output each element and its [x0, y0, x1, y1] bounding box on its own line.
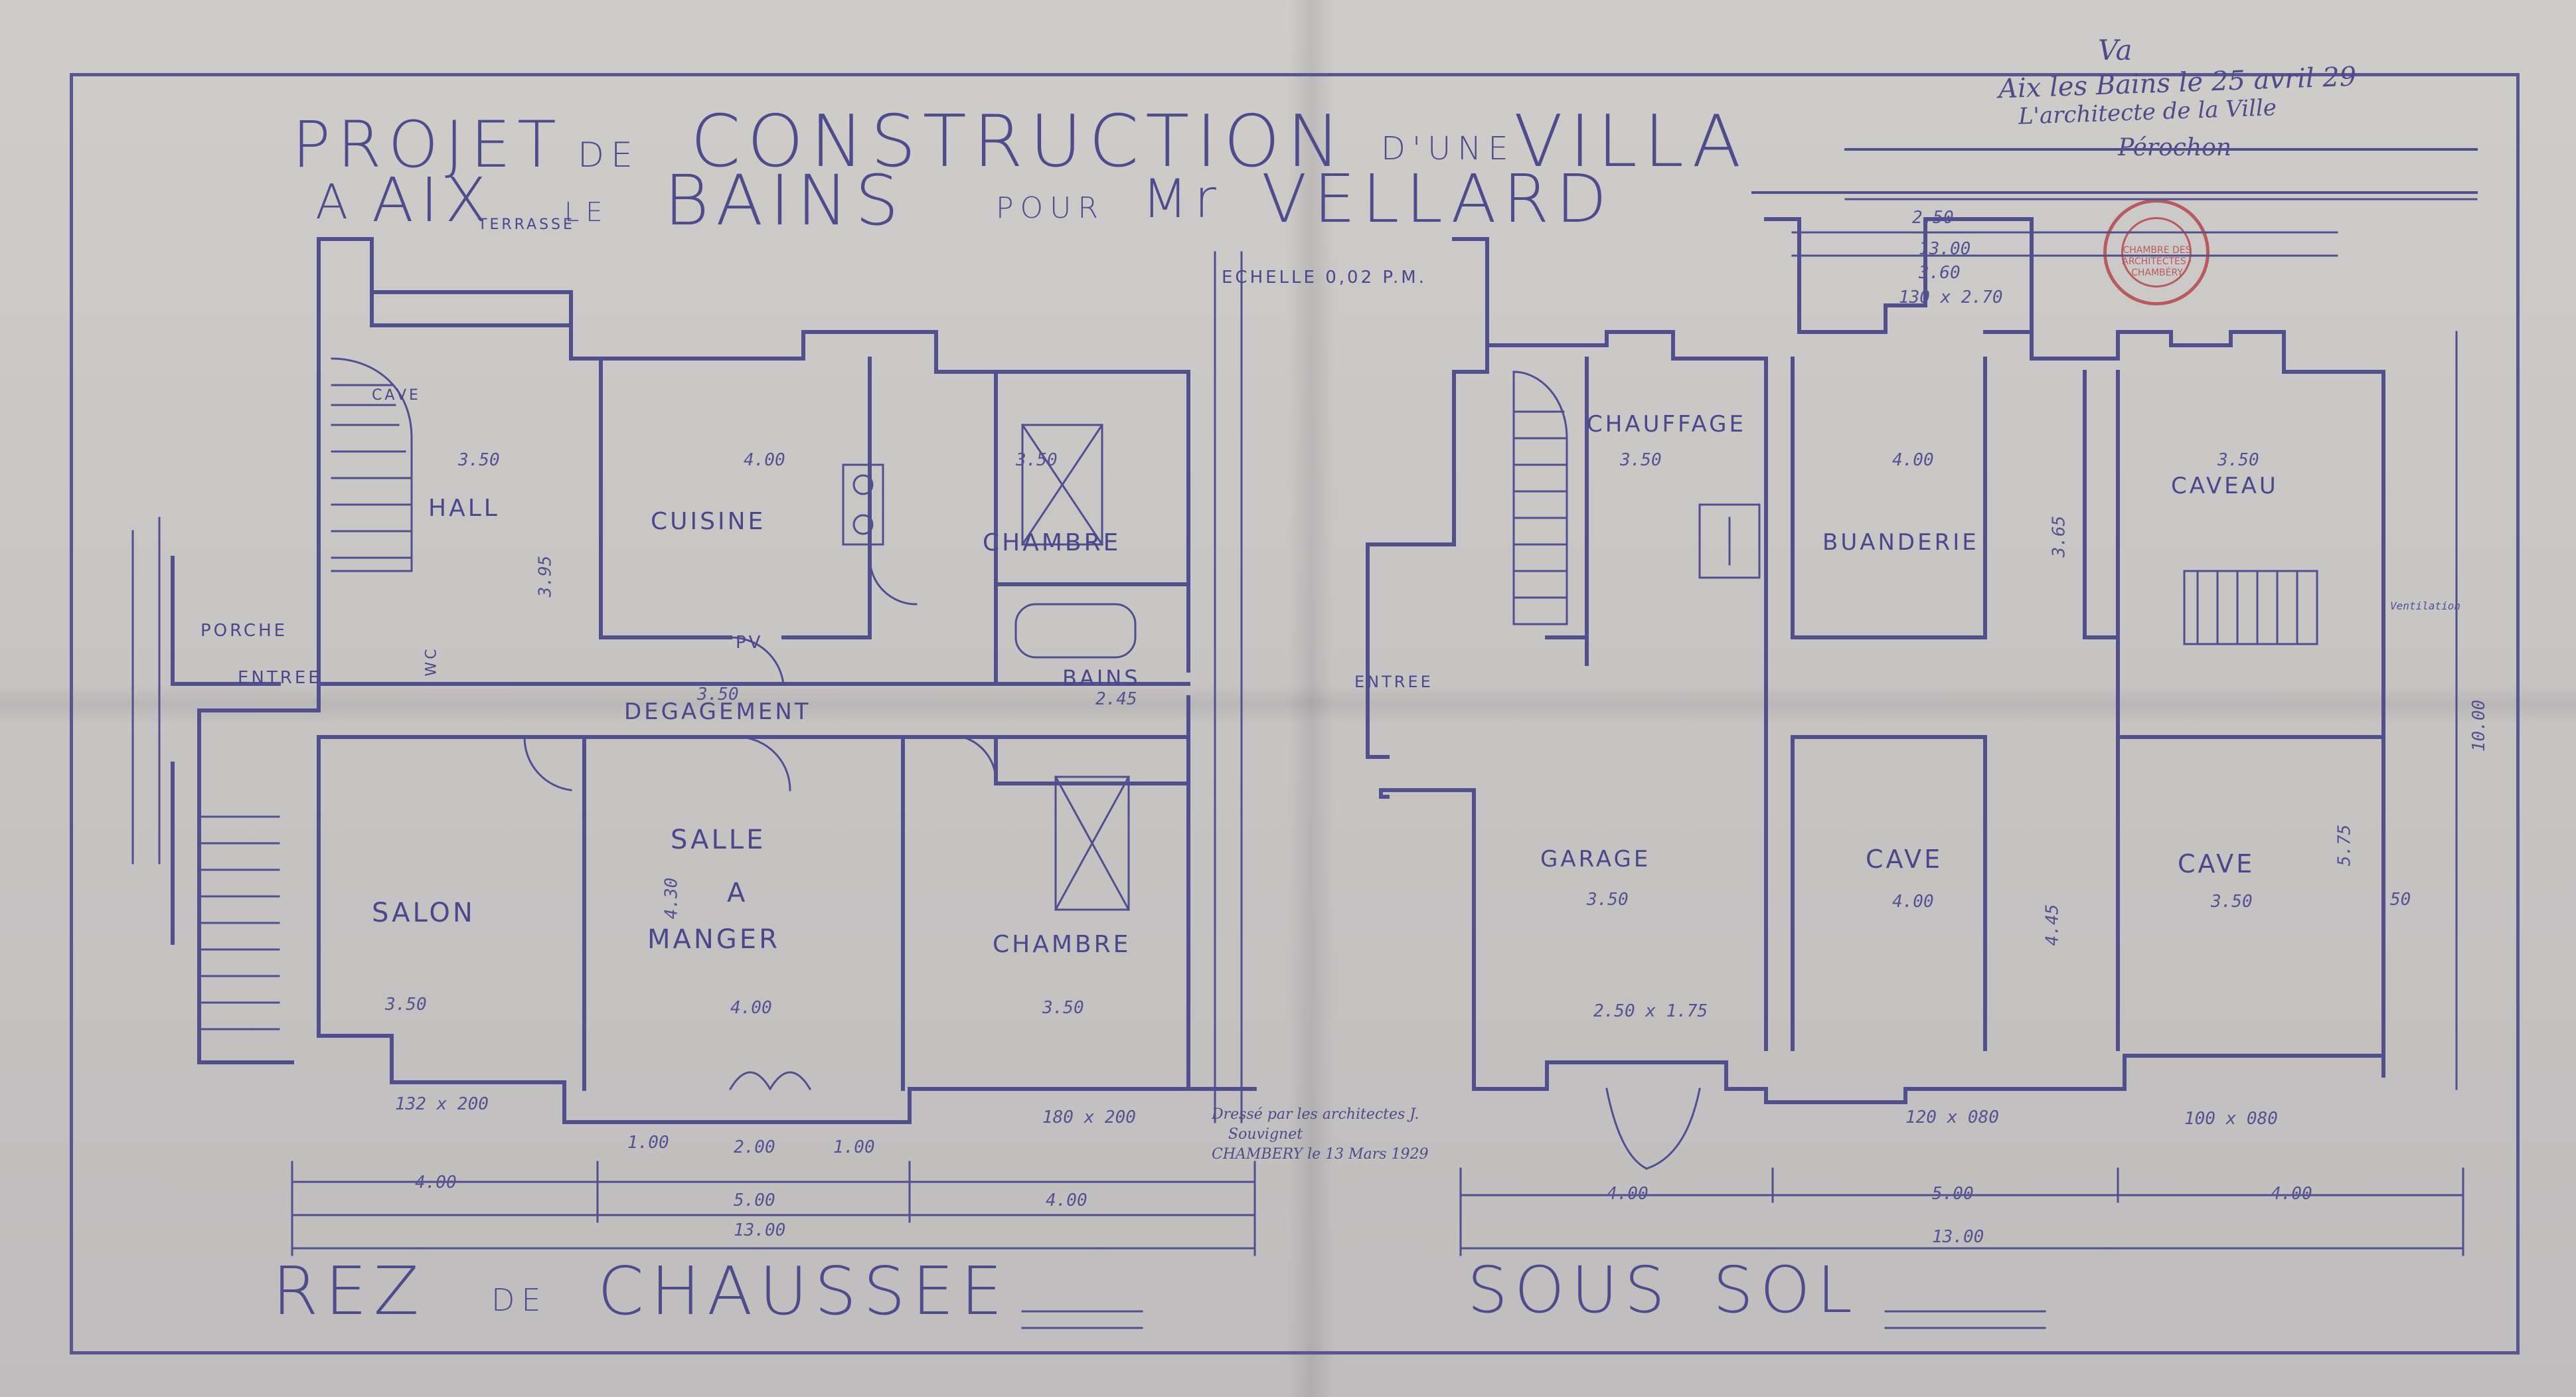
architect-stamp: CHAMBRE DES ARCHITECTES · CHAMBÉRY [2103, 199, 2210, 305]
dim-bay-3: 1.00 [833, 1137, 875, 1157]
dim-wall-50: 50 [2390, 890, 2411, 910]
room-wc: WC [423, 646, 440, 677]
section-title-sous: SOUS [1467, 1253, 1672, 1327]
paper-fold-horizontal [0, 684, 2576, 724]
room-pv: PV [736, 633, 764, 653]
approval-line-2: Souvignet [1228, 1126, 1303, 1143]
dim-window-cave2: 100 x 080 [2184, 1109, 2278, 1129]
dim-chambre-width: 3.50 [1016, 450, 1058, 470]
room-terrasse: TERRASSE [478, 216, 575, 233]
room-porche: PORCHE [201, 621, 288, 641]
room-salle: SALLE [671, 825, 766, 855]
dim-garage-width: 3.50 [1587, 890, 1629, 910]
title-word-villa: VILLA [1514, 100, 1748, 183]
dim-ss-total: 13.00 [1932, 1227, 1984, 1247]
title-word-pour: POUR [996, 191, 1105, 225]
dim-salle-depth: 4.30 [661, 877, 682, 920]
dim-ss-depth: 10.00 [2469, 699, 2490, 752]
title-word-a: A [315, 174, 355, 230]
drawing-border [70, 73, 2520, 1355]
dim-window-chambre: 180 x 200 [1042, 1108, 1136, 1127]
dim-ss-seg-1: 4.00 [1607, 1184, 1649, 1204]
dim-salle-width: 4.00 [730, 998, 772, 1018]
dim-bains: 2.45 [1095, 689, 1137, 709]
dim-ss-top-window: 130 x 2.70 [1899, 288, 2003, 307]
title-word-mr: Mr [1142, 168, 1223, 230]
section-title-sol: SOL [1713, 1253, 1859, 1327]
dim-garage-door: 2.50 x 1.75 [1593, 1001, 1708, 1021]
dim-window-salon: 132 x 200 [395, 1094, 489, 1114]
room-chambre-north: CHAMBRE [983, 529, 1121, 556]
dim-ss-top-1: 2.50 [1912, 208, 1954, 228]
title-word-vellard: VELLARD [1261, 160, 1614, 238]
dim-gf-seg-3: 4.00 [1046, 1191, 1087, 1210]
dim-gf-seg-1: 4.00 [415, 1173, 457, 1192]
room-hall: HALL [428, 495, 500, 522]
dim-cave2-width: 3.50 [2211, 892, 2253, 912]
section-title-de: DE [491, 1282, 548, 1318]
title-word-aix: AIX [372, 165, 494, 236]
dim-window-cave1: 120 x 080 [1905, 1108, 1999, 1127]
dim-ss-top-3: 3.60 [1919, 263, 1961, 283]
room-entree-basement: ENTREE [1354, 673, 1433, 691]
room-cave-2: CAVE [2178, 849, 2255, 878]
dim-ss-seg-2: 5.00 [1932, 1184, 1974, 1204]
approval-line-3: CHAMBERY le 13 Mars 1929 [1212, 1146, 1429, 1163]
scale-note: ECHELLE 0,02 P.M. [1222, 268, 1427, 288]
dim-gf-total: 13.00 [734, 1220, 786, 1240]
dim-ss-top-2: 13.00 [1919, 239, 1971, 259]
paper-fold-vertical [1288, 0, 1334, 1397]
title-word-projet: PROJET [292, 108, 563, 182]
dim-buanderie-width: 4.00 [1892, 450, 1934, 470]
room-caveau: CAVEAU [2171, 473, 2279, 499]
room-cave-1: CAVE [1866, 845, 1943, 874]
dim-cave-depth: 4.45 [2042, 904, 2063, 946]
room-entree: ENTREE [238, 668, 322, 688]
room-cuisine: CUISINE [651, 508, 766, 535]
room-degagement: DEGAGEMENT [624, 698, 811, 725]
stamp-text: CHAMBRE DES ARCHITECTES · CHAMBÉRY [2122, 245, 2192, 278]
dim-ventilation: Ventilation [2390, 600, 2460, 612]
approval-line-1: Dressé par les architectes J. [1212, 1106, 1419, 1123]
dim-ss-seg-3: 4.00 [2271, 1184, 2312, 1204]
title-word-dune: D'UNE [1381, 130, 1515, 167]
room-chauffage: CHAUFFAGE [1587, 411, 1746, 438]
stamp-inner-ring [2121, 217, 2192, 288]
title-word-bains: BAINS [664, 160, 906, 241]
note-mark: Va [2098, 34, 2133, 66]
dim-caveau-width: 3.50 [2217, 450, 2259, 470]
room-salon: SALON [372, 898, 475, 928]
room-bains: BAINS [1062, 665, 1141, 691]
dim-salon-width: 3.50 [385, 995, 427, 1015]
dim-chauffage-width: 3.50 [1620, 450, 1662, 470]
dim-hall-depth: 3.95 [535, 555, 556, 598]
room-manger: MANGER [647, 924, 780, 955]
room-buanderie: BUANDERIE [1822, 529, 1979, 556]
room-a: A [727, 878, 748, 908]
note-signature: Pérochon [2118, 134, 2231, 161]
dim-chambre2-width: 3.50 [1042, 998, 1084, 1018]
dim-cave1-width: 4.00 [1892, 892, 1934, 912]
title-word-le: LE [564, 197, 609, 228]
dim-gf-seg-2: 5.00 [734, 1191, 775, 1210]
dim-bay-2: 2.00 [734, 1137, 775, 1157]
title-word-construction: CONSTRUCTION [690, 100, 1347, 183]
room-cave-gf: CAVE [372, 387, 421, 404]
dim-cuisine-width: 4.00 [744, 450, 785, 470]
section-title-rez: REZ [272, 1252, 426, 1330]
dim-degagement: 3.50 [697, 685, 739, 704]
section-title-chaussee: CHAUSSEE [598, 1252, 1009, 1330]
dim-buanderie-depth: 3.65 [2049, 515, 2069, 558]
dim-bay-1: 1.00 [627, 1133, 669, 1153]
title-word-de: DE [578, 135, 639, 175]
room-chambre-south: CHAMBRE [993, 931, 1131, 958]
room-garage: GARAGE [1540, 846, 1651, 872]
dim-cave2-depth: 5.75 [2334, 824, 2355, 866]
dim-hall-width: 3.50 [458, 450, 500, 470]
